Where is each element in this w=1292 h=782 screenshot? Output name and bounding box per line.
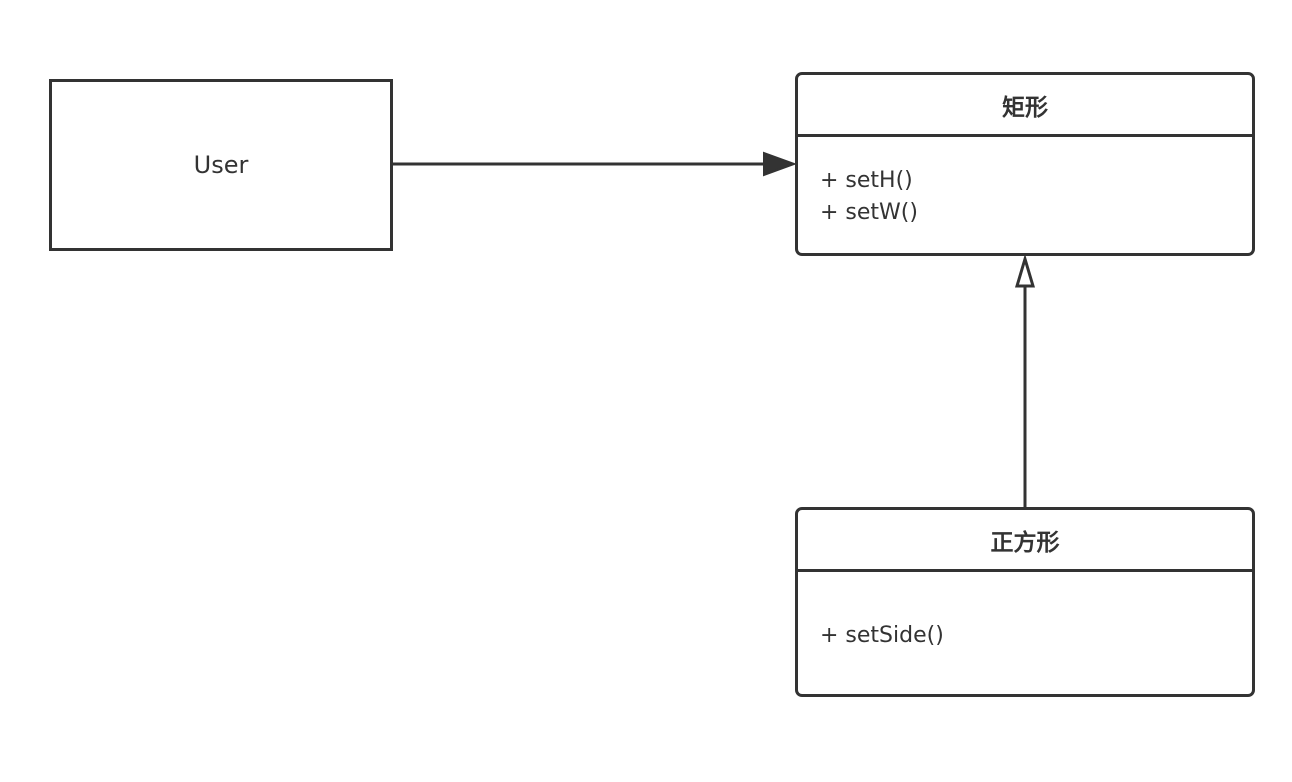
association-arrowhead [763,151,797,177]
square-class-methods: + setSide() [798,572,1252,652]
generalization-arrow [1014,253,1036,507]
rectangle-class-box[interactable]: 矩形 + setH() + setW() [795,72,1255,256]
square-class-box[interactable]: 正方形 + setSide() [795,507,1255,697]
square-class-name: 正方形 [798,510,1252,572]
rectangle-class-methods: + setH() + setW() [798,137,1252,229]
association-arrow [393,151,797,177]
method-set-w: + setW() [820,200,918,225]
user-actor-box[interactable]: User [49,79,393,251]
method-set-h: + setH() [820,168,913,193]
generalization-hollow-arrowhead [1014,253,1036,288]
rectangle-class-name: 矩形 [798,75,1252,137]
method-set-side: + setSide() [820,623,944,648]
user-label: User [193,151,249,179]
